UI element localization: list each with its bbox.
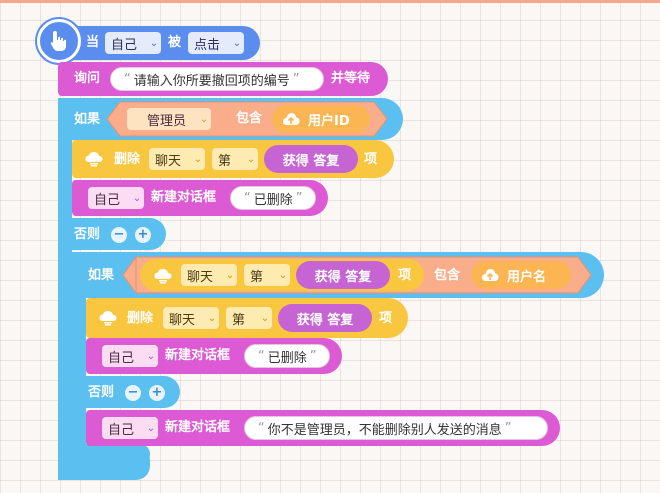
close-quote-icon: ” xyxy=(295,190,303,206)
open-quote-icon: “ xyxy=(124,71,131,87)
dialog-text-input[interactable]: “已删除” xyxy=(230,186,316,210)
inner-index-dropdown[interactable]: 第⌄ xyxy=(244,264,290,286)
outer-if-else-block[interactable] xyxy=(58,98,72,480)
open-quote-icon: “ xyxy=(258,348,265,364)
user-id-label: 用户ID xyxy=(308,113,350,129)
event-action-dropdown[interactable]: 点击 ⌄ xyxy=(188,32,244,54)
delete-index-dropdown[interactable]: 第⌄ xyxy=(212,148,258,170)
outer-if-label: 如果 xyxy=(74,112,101,127)
else-dialog-target-value: 自己 xyxy=(108,422,135,438)
inner-contains-label: 包含 xyxy=(434,268,461,283)
inner-dialog-target-dropdown[interactable]: 自己 ⌄ xyxy=(102,345,158,367)
ask-and-wait-label: 并等待 xyxy=(331,71,371,86)
close-quote-icon: ” xyxy=(309,348,317,364)
chevron-down-icon: ⌄ xyxy=(207,312,217,324)
inner-dialog-text-value: 已删除 xyxy=(267,350,307,366)
chevron-down-icon: ⌄ xyxy=(132,192,142,204)
chevron-down-icon: ⌄ xyxy=(260,312,270,324)
close-quote-icon: ” xyxy=(504,420,512,436)
top-accent-bar xyxy=(0,0,660,3)
delete-index-value: 第 xyxy=(218,153,232,169)
chevron-down-icon: ⌄ xyxy=(246,153,256,165)
inner-delete-item-label: 项 xyxy=(379,311,393,326)
open-quote-icon: “ xyxy=(258,420,265,436)
chevron-down-icon: ⌄ xyxy=(146,350,156,362)
inner-new-dialog-label: 新建对话框 xyxy=(165,348,231,363)
inner-if-footer xyxy=(72,444,150,464)
dialog-target-value: 自己 xyxy=(94,192,121,208)
inner-dialog-text-input[interactable]: “已删除” xyxy=(244,344,330,368)
ask-prompt-text: 请输入你所要撤回项的编号 xyxy=(133,73,290,89)
role-dropdown[interactable]: 管理员 ⌄ xyxy=(127,108,211,130)
ask-prompt-input[interactable]: “请输入你所要撤回项的编号” xyxy=(110,67,324,91)
add-branch-button[interactable]: + xyxy=(135,227,151,243)
event-when-label: 当 xyxy=(86,35,100,50)
delete-list-value: 聊天 xyxy=(155,153,182,169)
else-dialog-text-value: 你不是管理员，不能删除别人发送的消息 xyxy=(267,422,502,438)
chevron-down-icon: ⌄ xyxy=(149,37,159,49)
inner-remove-branch-button[interactable]: − xyxy=(125,385,141,401)
chevron-down-icon: ⌄ xyxy=(146,422,156,434)
event-sprite-dropdown[interactable]: 自己 ⌄ xyxy=(105,32,161,54)
username-variable[interactable]: 用户名 xyxy=(471,261,571,289)
inner-delete-index-dropdown[interactable]: 第⌄ xyxy=(226,307,272,329)
cloud-data-icon xyxy=(154,269,172,284)
username-label: 用户名 xyxy=(507,269,547,285)
hand-pointer-icon xyxy=(50,31,66,51)
close-quote-icon: ” xyxy=(292,71,300,87)
event-action-value: 点击 xyxy=(194,37,221,53)
cloud-data-icon xyxy=(85,152,103,167)
delete-list-dropdown[interactable]: 聊天 ⌄ xyxy=(149,148,205,170)
inner-index-value: 第 xyxy=(250,269,264,285)
inner-item-label: 项 xyxy=(398,268,412,283)
new-dialog-label: 新建对话框 xyxy=(151,190,217,205)
inner-delete-list-dropdown[interactable]: 聊天 ⌄ xyxy=(163,307,219,329)
get-answer-reporter[interactable]: 获得 答复 xyxy=(296,261,390,289)
get-answer-reporter[interactable]: 获得 答复 xyxy=(264,145,358,173)
get-answer-reporter[interactable]: 获得 答复 xyxy=(278,304,372,332)
chevron-down-icon: ⌄ xyxy=(232,37,242,49)
dialog-text-value: 已删除 xyxy=(253,192,293,208)
chevron-down-icon: ⌄ xyxy=(199,113,209,125)
inner-delete-label: 删除 xyxy=(127,311,154,326)
delete-label: 删除 xyxy=(114,152,141,167)
inner-delete-index-value: 第 xyxy=(232,312,246,328)
item-label: 项 xyxy=(364,152,378,167)
contains-label: 包含 xyxy=(236,111,263,126)
inner-else-label: 否则 xyxy=(88,385,115,400)
cloud-upload-icon xyxy=(283,113,300,125)
cloud-data-icon xyxy=(99,311,117,326)
inner-if-label: 如果 xyxy=(88,268,115,283)
dialog-target-dropdown[interactable]: 自己 ⌄ xyxy=(88,187,144,209)
chevron-down-icon: ⌄ xyxy=(225,269,235,281)
inner-dialog-target-value: 自己 xyxy=(108,350,135,366)
role-value: 管理员 xyxy=(147,113,187,129)
event-sprite-value: 自己 xyxy=(111,37,138,53)
user-id-variable[interactable]: 用户ID xyxy=(272,105,370,133)
inner-add-branch-button[interactable]: + xyxy=(149,385,165,401)
else-dialog-target-dropdown[interactable]: 自己 ⌄ xyxy=(102,417,158,439)
open-quote-icon: “ xyxy=(244,190,251,206)
event-is-label: 被 xyxy=(168,35,182,50)
remove-branch-button[interactable]: − xyxy=(111,227,127,243)
inner-delete-list-value: 聊天 xyxy=(169,312,196,328)
cloud-upload-icon xyxy=(482,269,499,281)
inner-list-dropdown[interactable]: 聊天 ⌄ xyxy=(181,264,237,286)
else-dialog-text-input[interactable]: “你不是管理员，不能删除别人发送的消息” xyxy=(244,416,548,440)
outer-else-label: 否则 xyxy=(74,227,101,242)
ask-label: 询问 xyxy=(74,71,101,86)
chevron-down-icon: ⌄ xyxy=(278,269,288,281)
inner-list-value: 聊天 xyxy=(187,269,214,285)
else-new-dialog-label: 新建对话框 xyxy=(165,420,231,435)
chevron-down-icon: ⌄ xyxy=(193,153,203,165)
